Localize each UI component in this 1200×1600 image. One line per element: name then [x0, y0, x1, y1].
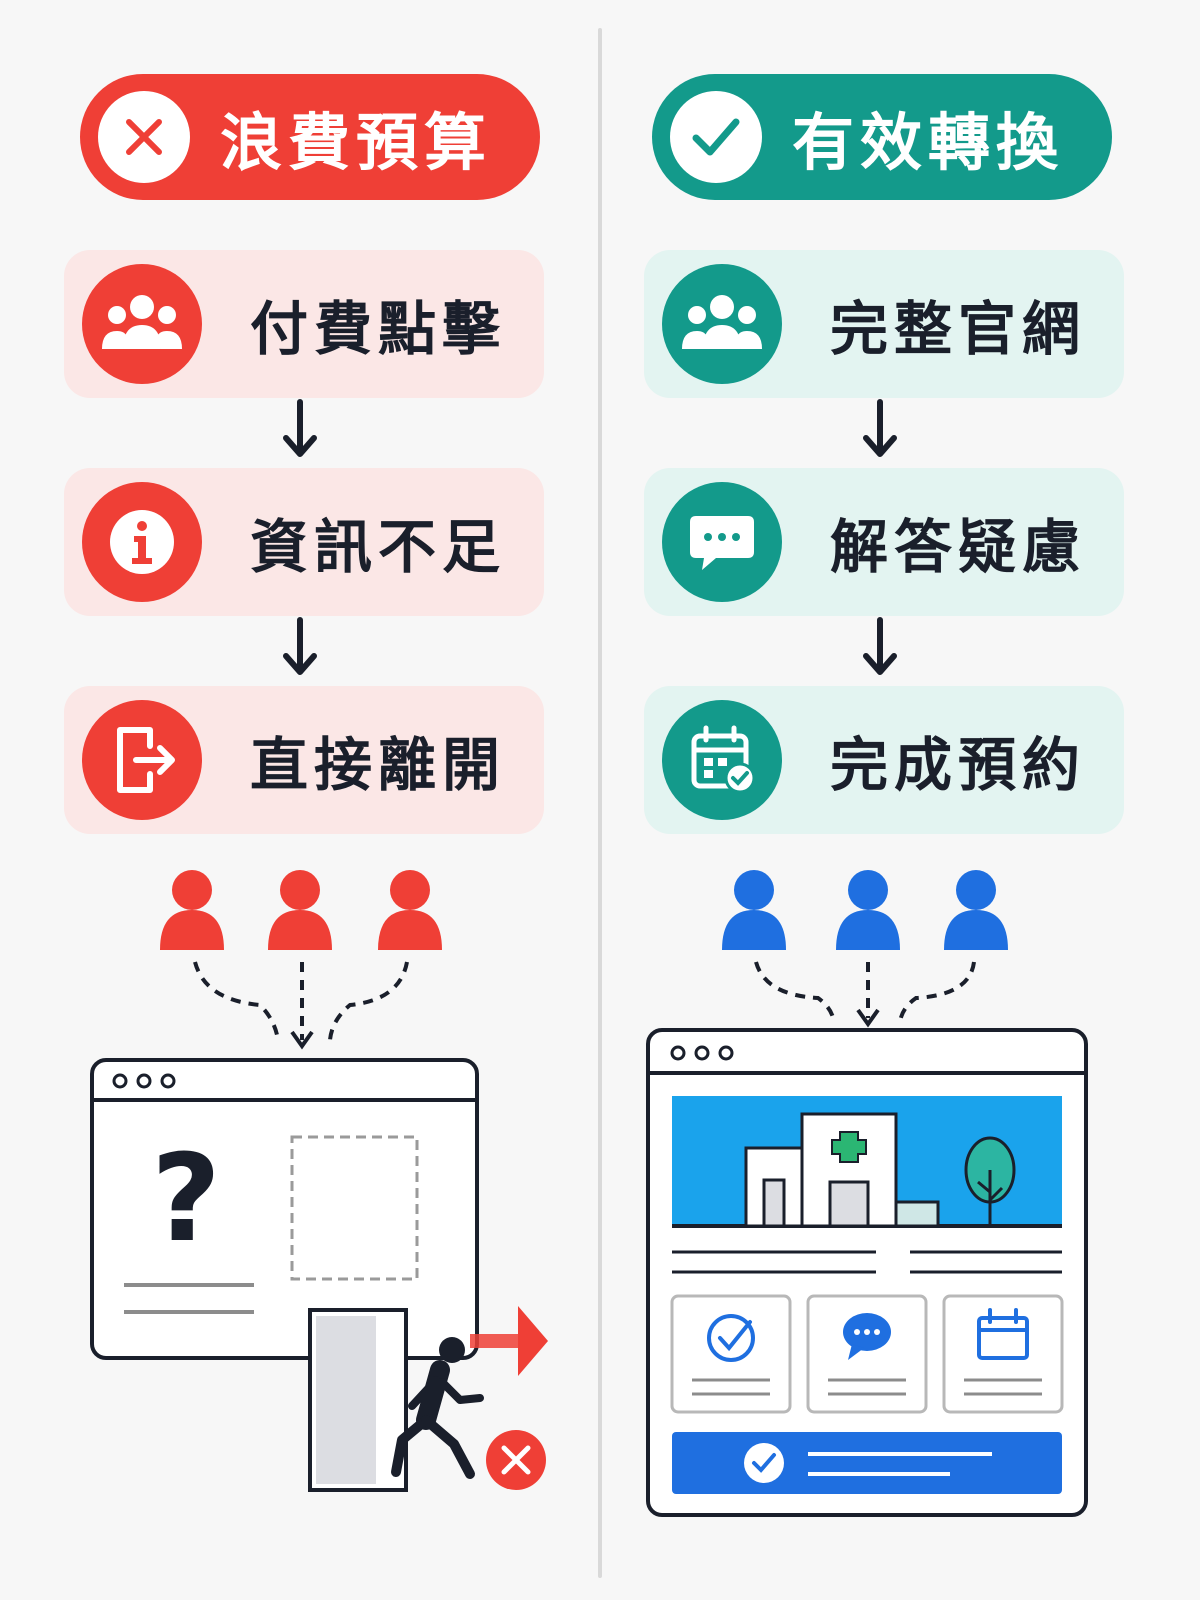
- effective-conversion-header: 有效轉換: [652, 74, 1112, 200]
- visitor-icon: [944, 870, 1008, 950]
- hero-banner: [672, 1096, 1062, 1228]
- step-complete-booking: 完成預約: [644, 686, 1124, 834]
- check-circle-icon: [707, 1314, 755, 1362]
- cta-bar: [672, 1432, 1062, 1494]
- step-leave-directly: 直接離開: [64, 686, 544, 834]
- chat-bubble-icon: [662, 482, 782, 602]
- step-label: 完整官網: [830, 295, 1087, 363]
- feature-card-check: [670, 1294, 792, 1414]
- step-paid-click: 付費點擊: [64, 250, 544, 398]
- visitor-icon: [378, 870, 442, 950]
- exit-door-icon: [82, 700, 202, 820]
- x-badge-icon: [486, 1430, 546, 1490]
- missing-content-placeholder: [290, 1135, 419, 1281]
- dashed-paths: [193, 961, 409, 1041]
- arrow-head: [290, 1030, 314, 1050]
- wasted-budget-header: 浪費預算: [80, 74, 540, 200]
- step-label: 解答疑慮: [830, 513, 1087, 581]
- hospital-icon: [744, 1112, 940, 1228]
- conversion-illustration: [646, 870, 1088, 1517]
- question-mark: ?: [151, 1130, 221, 1269]
- feature-card-chat: [806, 1294, 928, 1414]
- calendar-icon: [977, 1308, 1029, 1360]
- calendar-check-icon: [662, 700, 782, 820]
- tree-icon: [964, 1136, 1016, 1226]
- step-insufficient-info: 資訊不足: [64, 468, 544, 616]
- dashed-paths: [754, 961, 976, 1023]
- step-label: 付費點擊: [250, 295, 507, 363]
- center-divider: [598, 28, 602, 1578]
- users-icon: [662, 264, 782, 384]
- browser-window: [646, 1028, 1088, 1517]
- down-arrow-icon: [283, 617, 317, 675]
- users-icon: [82, 264, 202, 384]
- info-icon: [82, 482, 202, 602]
- down-arrow-icon: [863, 399, 897, 457]
- step-label: 直接離開: [250, 731, 507, 799]
- browser-window: ?: [90, 1058, 479, 1360]
- header-label: 有效轉換: [792, 106, 1065, 179]
- visitor-icon: [836, 870, 900, 950]
- arrow-head: [856, 1008, 880, 1028]
- step-label: 資訊不足: [250, 513, 507, 581]
- down-arrow-icon: [283, 399, 317, 457]
- step-label: 完成預約: [830, 731, 1087, 799]
- walking-person-icon: [391, 1337, 484, 1479]
- exit-door: [308, 1308, 408, 1492]
- visitor-icon: [722, 870, 786, 950]
- wasted-budget-column: 浪費預算 付費點擊 資訊不足: [40, 0, 600, 1600]
- step-answer-questions: 解答疑慮: [644, 468, 1124, 616]
- chat-bubble-icon: [843, 1313, 891, 1360]
- exit-arrow-icon: [470, 1306, 548, 1376]
- down-arrow-icon: [863, 617, 897, 675]
- x-icon: [98, 91, 190, 183]
- visitor-icon: [160, 870, 224, 950]
- feature-card-calendar: [942, 1294, 1064, 1414]
- step-complete-website: 完整官網: [644, 250, 1124, 398]
- header-label: 浪費預算: [220, 106, 493, 179]
- effective-conversion-column: 有效轉換 完整官網 解答疑慮: [620, 0, 1180, 1600]
- visitor-icon: [268, 870, 332, 950]
- check-icon: [670, 91, 762, 183]
- bounce-illustration: ?: [90, 870, 548, 1492]
